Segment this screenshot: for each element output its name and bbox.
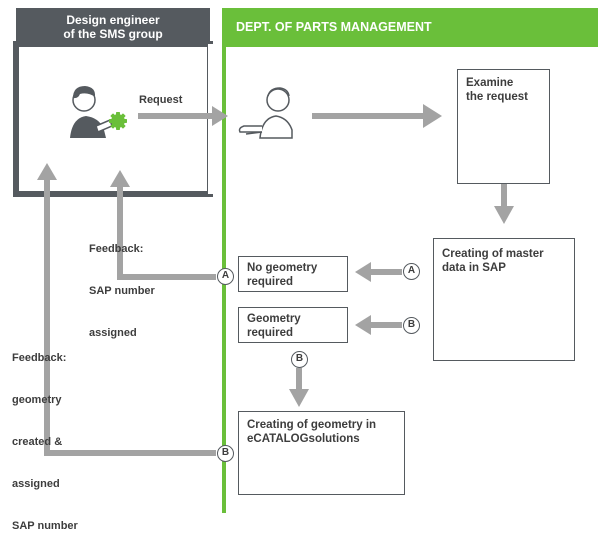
arrowhead-to-master [494, 206, 514, 224]
parts-department-area [222, 8, 598, 513]
arrowhead-request [212, 106, 228, 126]
arrowhead-to-create-geometry [289, 389, 309, 407]
arrow-feedback-geometry [44, 178, 216, 456]
sms-group-title: Design engineer of the SMS group [63, 13, 163, 41]
arrowhead-to-examine [423, 104, 442, 128]
arrowhead-feedback-geometry [37, 163, 57, 180]
arrowhead-feedback-sap [110, 170, 130, 187]
parts-department-title: DEPT. OF PARTS MANAGEMENT [236, 20, 432, 34]
request-label: Request [139, 94, 183, 106]
no-geometry-box: No geometry required [238, 256, 348, 292]
design-engineer-icon [70, 86, 127, 138]
arrowhead-to-no-geometry [355, 262, 371, 282]
master-data-box: Creating of master data in SAP [433, 238, 575, 361]
create-geometry-box: Creating of geometry in eCATALOGsolution… [238, 411, 405, 495]
feedback-geometry-label: Feedback: geometry created & assigned SA… [12, 352, 78, 532]
arrow-feedback-sap [117, 185, 216, 280]
receiver-person-icon [238, 87, 293, 139]
marker-b-left: B [217, 445, 234, 462]
marker-b-right: B [403, 317, 420, 334]
marker-b-middle: B [291, 351, 308, 368]
arrowhead-to-geometry [355, 315, 371, 335]
geometry-required-box: Geometry required [238, 307, 348, 343]
feedback-sap-label: Feedback: SAP number assigned [89, 243, 155, 339]
marker-a-right: A [403, 263, 420, 280]
gear-icon [109, 112, 127, 130]
marker-a-left: A [217, 268, 234, 285]
examine-request-box: Examine the request [457, 69, 550, 184]
sms-group-area [13, 8, 222, 197]
